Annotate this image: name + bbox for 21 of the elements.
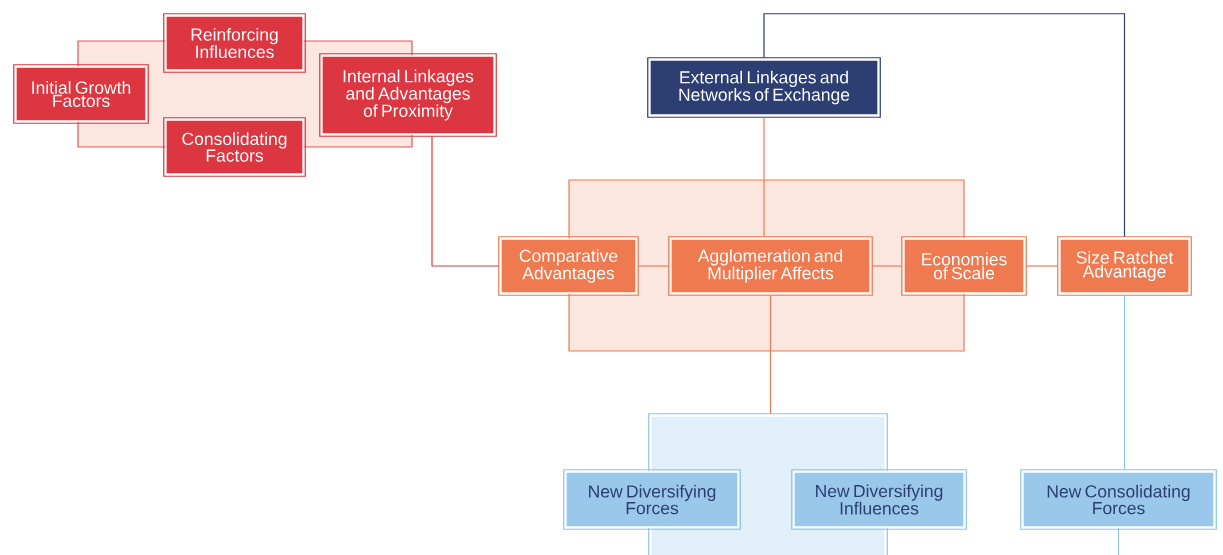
connector-line <box>1117 527 1120 555</box>
factor-box: Initial Growth Factors <box>13 64 149 124</box>
factor-box: Consolidating Factors <box>163 117 306 177</box>
connector-line <box>1025 265 1059 267</box>
connector-line <box>763 116 765 238</box>
factor-box: New Diversifying Forces <box>563 469 741 530</box>
connector-line <box>1123 294 1126 471</box>
connector-line <box>431 135 500 267</box>
factor-box: Reinforcing Influences <box>163 13 306 73</box>
connector-line <box>871 265 903 267</box>
factor-box: Comparative Advantages <box>498 236 639 296</box>
factor-box: Economies of Scale <box>901 236 1027 296</box>
factor-box: External Linkages and Networks of Exchange <box>647 57 881 118</box>
factor-box: Agglomeration and Multiplier Affects <box>668 236 873 296</box>
connector-line <box>637 265 670 267</box>
connector-line <box>763 13 1126 238</box>
factor-box: Size Ratchet Advantage <box>1057 236 1192 296</box>
factor-box: New Diversifying Influences <box>791 469 967 530</box>
connector-line <box>769 294 772 415</box>
factor-box: New Consolidating Forces <box>1020 469 1217 530</box>
factor-box: Internal Linkages and Advantages of Proximity <box>319 53 497 137</box>
